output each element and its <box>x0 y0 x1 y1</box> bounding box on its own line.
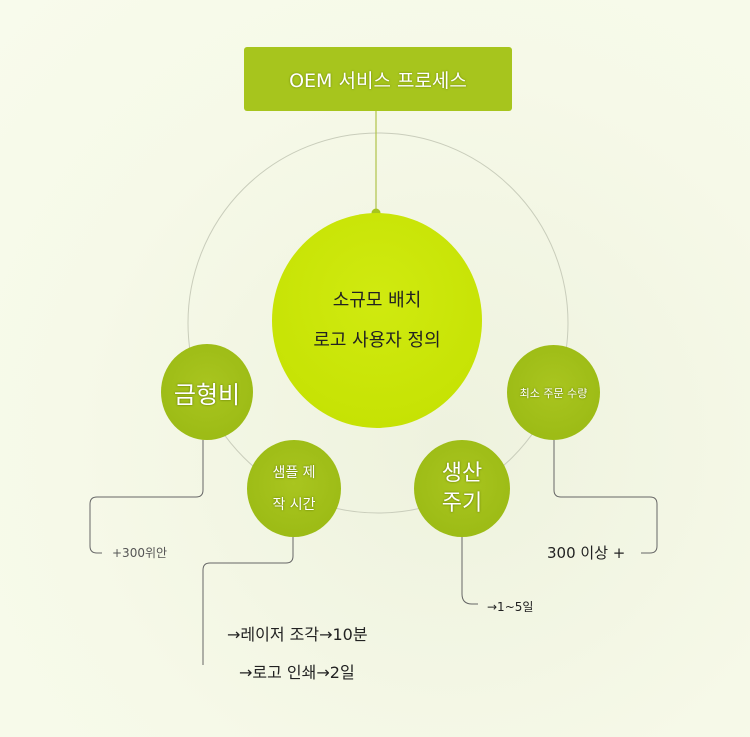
node-sample: 샘플 제 작 시간 <box>247 440 341 537</box>
diagram-title: OEM 서비스 프로세스 <box>244 47 512 111</box>
node-moq: 최소 주문 수량 <box>507 345 600 440</box>
sample-detail-2: →로고 인쇄→2일 <box>239 663 355 682</box>
center-line-2: 로고 사용자 정의 <box>313 329 441 351</box>
node-production-line-2: 주기 <box>441 490 483 516</box>
production-detail: →1~5일 <box>487 600 534 614</box>
mold-connector <box>89 440 204 554</box>
orbit-ring <box>187 132 569 514</box>
node-mold: 금형비 <box>161 344 253 440</box>
sample-detail-1: →레이저 조각→10분 <box>227 625 368 644</box>
node-production: 생산 주기 <box>414 440 510 537</box>
node-mold-label: 금형비 <box>173 380 241 409</box>
moq-connector <box>553 440 658 554</box>
center-circle: 소규모 배치 로고 사용자 정의 <box>272 213 482 428</box>
production-connector <box>461 537 478 605</box>
node-sample-line-2: 작 시간 <box>272 496 316 513</box>
node-sample-line-1: 샘플 제 <box>272 464 316 481</box>
center-line-1: 소규모 배치 <box>332 289 422 311</box>
node-production-line-1: 생산 <box>441 460 483 486</box>
moq-detail: 300 이상 + <box>547 544 626 562</box>
node-moq-label: 최소 주문 수량 <box>519 386 588 400</box>
sample-connector <box>202 537 294 665</box>
mold-detail: +300위안 <box>112 546 168 560</box>
